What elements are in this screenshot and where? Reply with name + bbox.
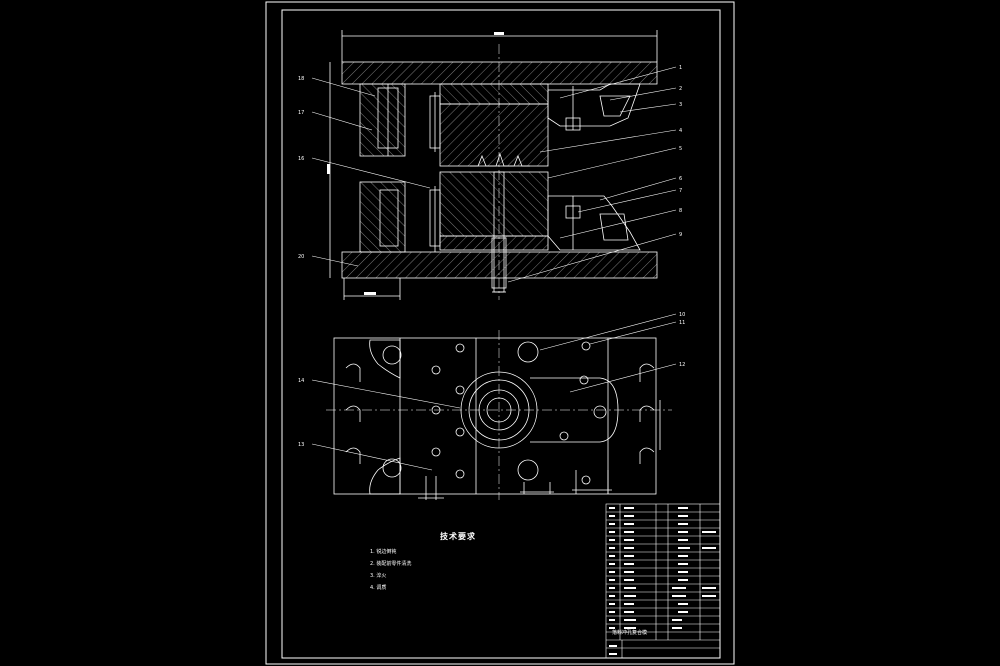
leader-label: 16	[298, 156, 304, 162]
leader-labels-bottom: 10 11 12 14 13	[298, 312, 685, 448]
leader-label: 1	[679, 65, 682, 71]
upper-die-block	[439, 103, 549, 167]
title-block-drawing-name: 落料冲孔复合模	[612, 630, 648, 636]
title-block-marks	[609, 507, 716, 655]
leader-label: 7	[679, 188, 682, 194]
leader-labels-top: 18 17 16 20 1 2 3 4 5 6 7 8 9	[298, 65, 682, 260]
leader-label: 2	[679, 86, 682, 92]
leader-label: 11	[679, 320, 685, 326]
leader-label: 5	[679, 146, 682, 152]
outer-border	[265, 1, 735, 665]
plan-view	[326, 330, 672, 500]
leader-label: 9	[679, 232, 682, 238]
tech-note: 4. 调质	[370, 585, 387, 591]
leader-label: 18	[298, 76, 304, 82]
leader-label: 14	[298, 378, 304, 384]
lower-die-seat	[341, 251, 658, 279]
leader-label: 3	[679, 102, 682, 108]
leaders-bottom	[311, 313, 677, 471]
inner-border	[281, 9, 721, 659]
tech-requirements-title: 技术要求	[440, 532, 476, 541]
leader-label: 12	[679, 362, 685, 368]
section-view	[327, 30, 658, 300]
leader-label: 6	[679, 176, 682, 182]
upper-die-seat	[341, 61, 658, 85]
leader-label: 10	[679, 312, 685, 318]
leader-label: 20	[298, 254, 304, 260]
leader-label: 17	[298, 110, 304, 116]
tech-note: 1. 锐边倒钝	[370, 549, 397, 555]
leader-label: 8	[679, 208, 682, 214]
leaders-top	[311, 66, 677, 283]
upper-punch-plate	[439, 83, 549, 105]
tech-note: 3. 淬火	[370, 573, 387, 579]
tech-note: 2. 装配前零件清洗	[370, 561, 412, 567]
leader-label: 13	[298, 442, 304, 448]
leader-label: 4	[679, 128, 682, 134]
title-block	[605, 503, 721, 659]
